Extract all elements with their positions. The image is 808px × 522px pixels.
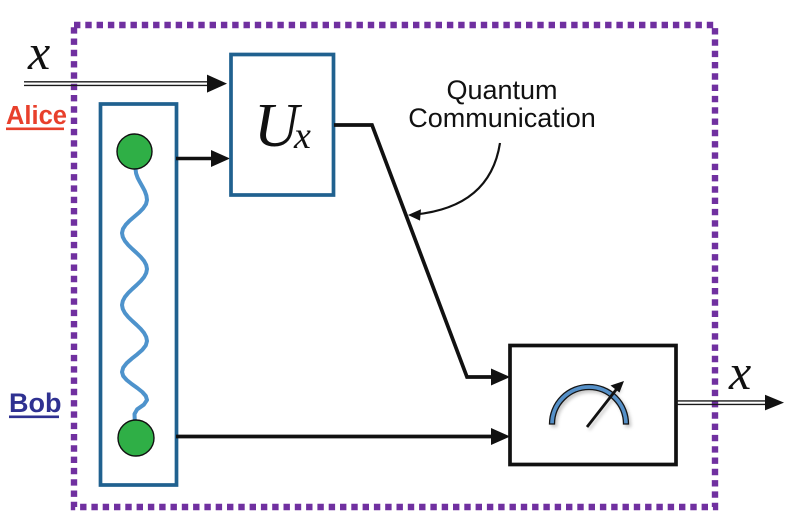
- svg-text:Alice: Alice: [6, 102, 67, 130]
- svg-text:x: x: [27, 24, 50, 80]
- svg-text:Quantum: Quantum: [446, 75, 557, 105]
- svg-text:Communication: Communication: [408, 103, 596, 133]
- svg-text:x: x: [728, 344, 751, 400]
- svg-text:U: U: [254, 92, 303, 160]
- svg-text:Bob: Bob: [9, 388, 61, 418]
- svg-text:x: x: [293, 115, 311, 157]
